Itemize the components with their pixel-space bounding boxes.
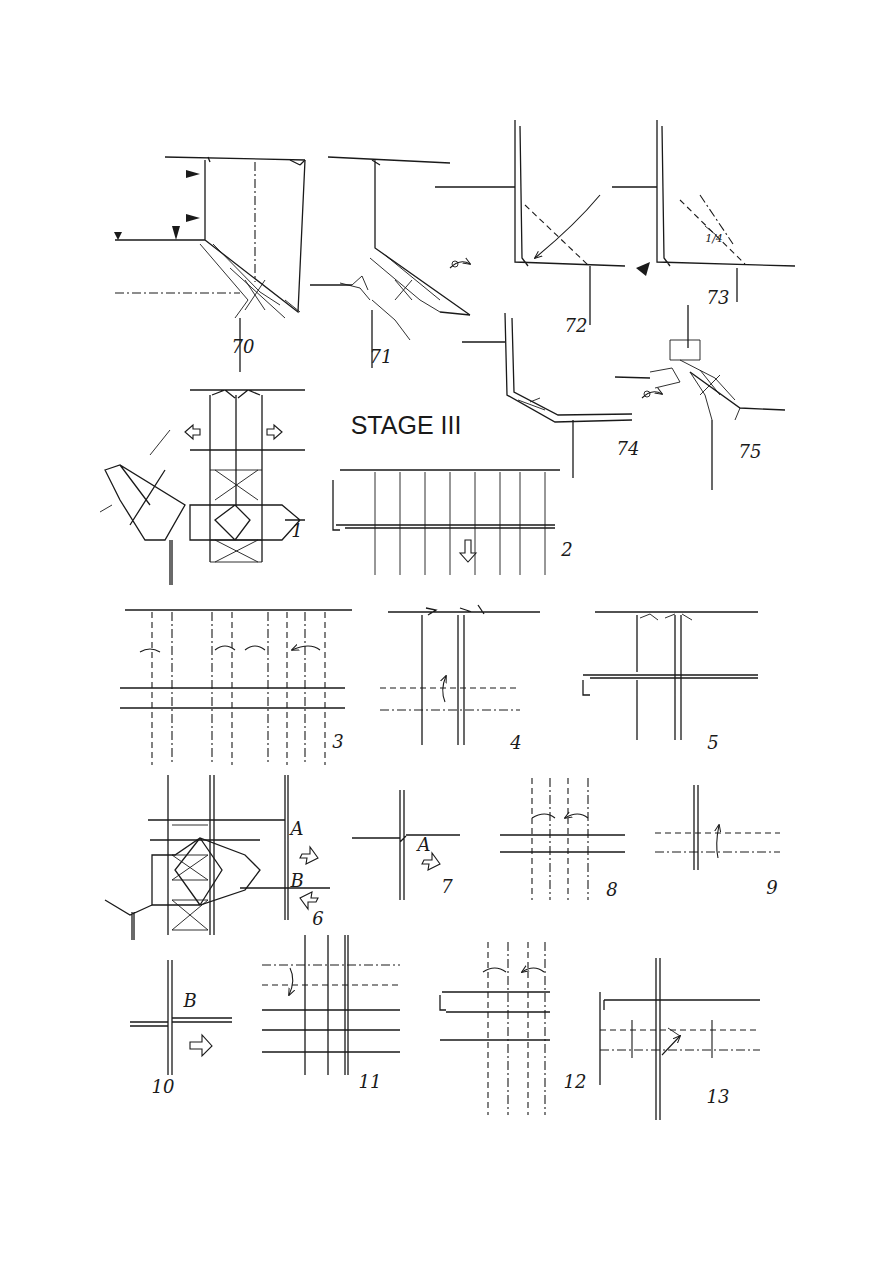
turn-over-arrow bbox=[642, 392, 662, 398]
step-74-figure bbox=[462, 313, 632, 478]
step-number: 6 bbox=[312, 910, 323, 928]
step-number: 10 bbox=[152, 1078, 175, 1096]
callout-letter: A bbox=[291, 820, 304, 838]
step-number: 11 bbox=[359, 1073, 382, 1091]
step-4-figure bbox=[380, 605, 540, 745]
step-number: 75 bbox=[739, 443, 762, 461]
fraction-mark: 1/4 bbox=[705, 233, 723, 244]
stage-title: STAGE III bbox=[351, 413, 462, 438]
step-13-figure bbox=[600, 958, 760, 1120]
step-number: 7 bbox=[441, 878, 452, 896]
step-number: 73 bbox=[707, 289, 730, 307]
step-10-figure bbox=[130, 960, 232, 1075]
step-number: 70 bbox=[232, 338, 255, 356]
step-12-figure bbox=[440, 942, 550, 1115]
step-75-figure bbox=[615, 305, 785, 490]
step-number: 9 bbox=[766, 879, 777, 897]
step-72-figure bbox=[435, 120, 625, 325]
step-number: 74 bbox=[617, 440, 640, 458]
callout-letter: B bbox=[183, 992, 196, 1010]
step-number: 12 bbox=[564, 1073, 587, 1091]
turn-over-arrow bbox=[450, 262, 470, 268]
turn-over-symbol bbox=[644, 391, 650, 397]
step-73-figure bbox=[612, 120, 795, 302]
step-8-figure bbox=[500, 778, 625, 900]
step-70-figure bbox=[114, 157, 305, 372]
step-number: 72 bbox=[565, 317, 588, 335]
step-9-figure bbox=[655, 785, 780, 870]
step-number: 2 bbox=[561, 541, 572, 559]
step-71-figure bbox=[310, 157, 470, 368]
step-2-figure bbox=[333, 470, 560, 575]
turn-over-symbol bbox=[452, 261, 458, 267]
step-1-figure bbox=[100, 390, 305, 585]
callout-letter: B bbox=[290, 872, 303, 890]
step-3-figure bbox=[120, 610, 352, 765]
step-number: 8 bbox=[606, 881, 617, 899]
step-7-figure bbox=[352, 790, 460, 900]
step-6-figure bbox=[105, 775, 330, 940]
step-number: 71 bbox=[370, 348, 393, 366]
step-number: 4 bbox=[510, 734, 521, 752]
step-number: 13 bbox=[707, 1088, 730, 1106]
step-number: 3 bbox=[332, 733, 343, 751]
step-11-figure bbox=[262, 935, 400, 1075]
step-number: 1 bbox=[291, 522, 302, 540]
step-5-figure bbox=[583, 612, 758, 740]
callout-letter: A bbox=[418, 836, 431, 854]
step-number: 5 bbox=[707, 734, 718, 752]
